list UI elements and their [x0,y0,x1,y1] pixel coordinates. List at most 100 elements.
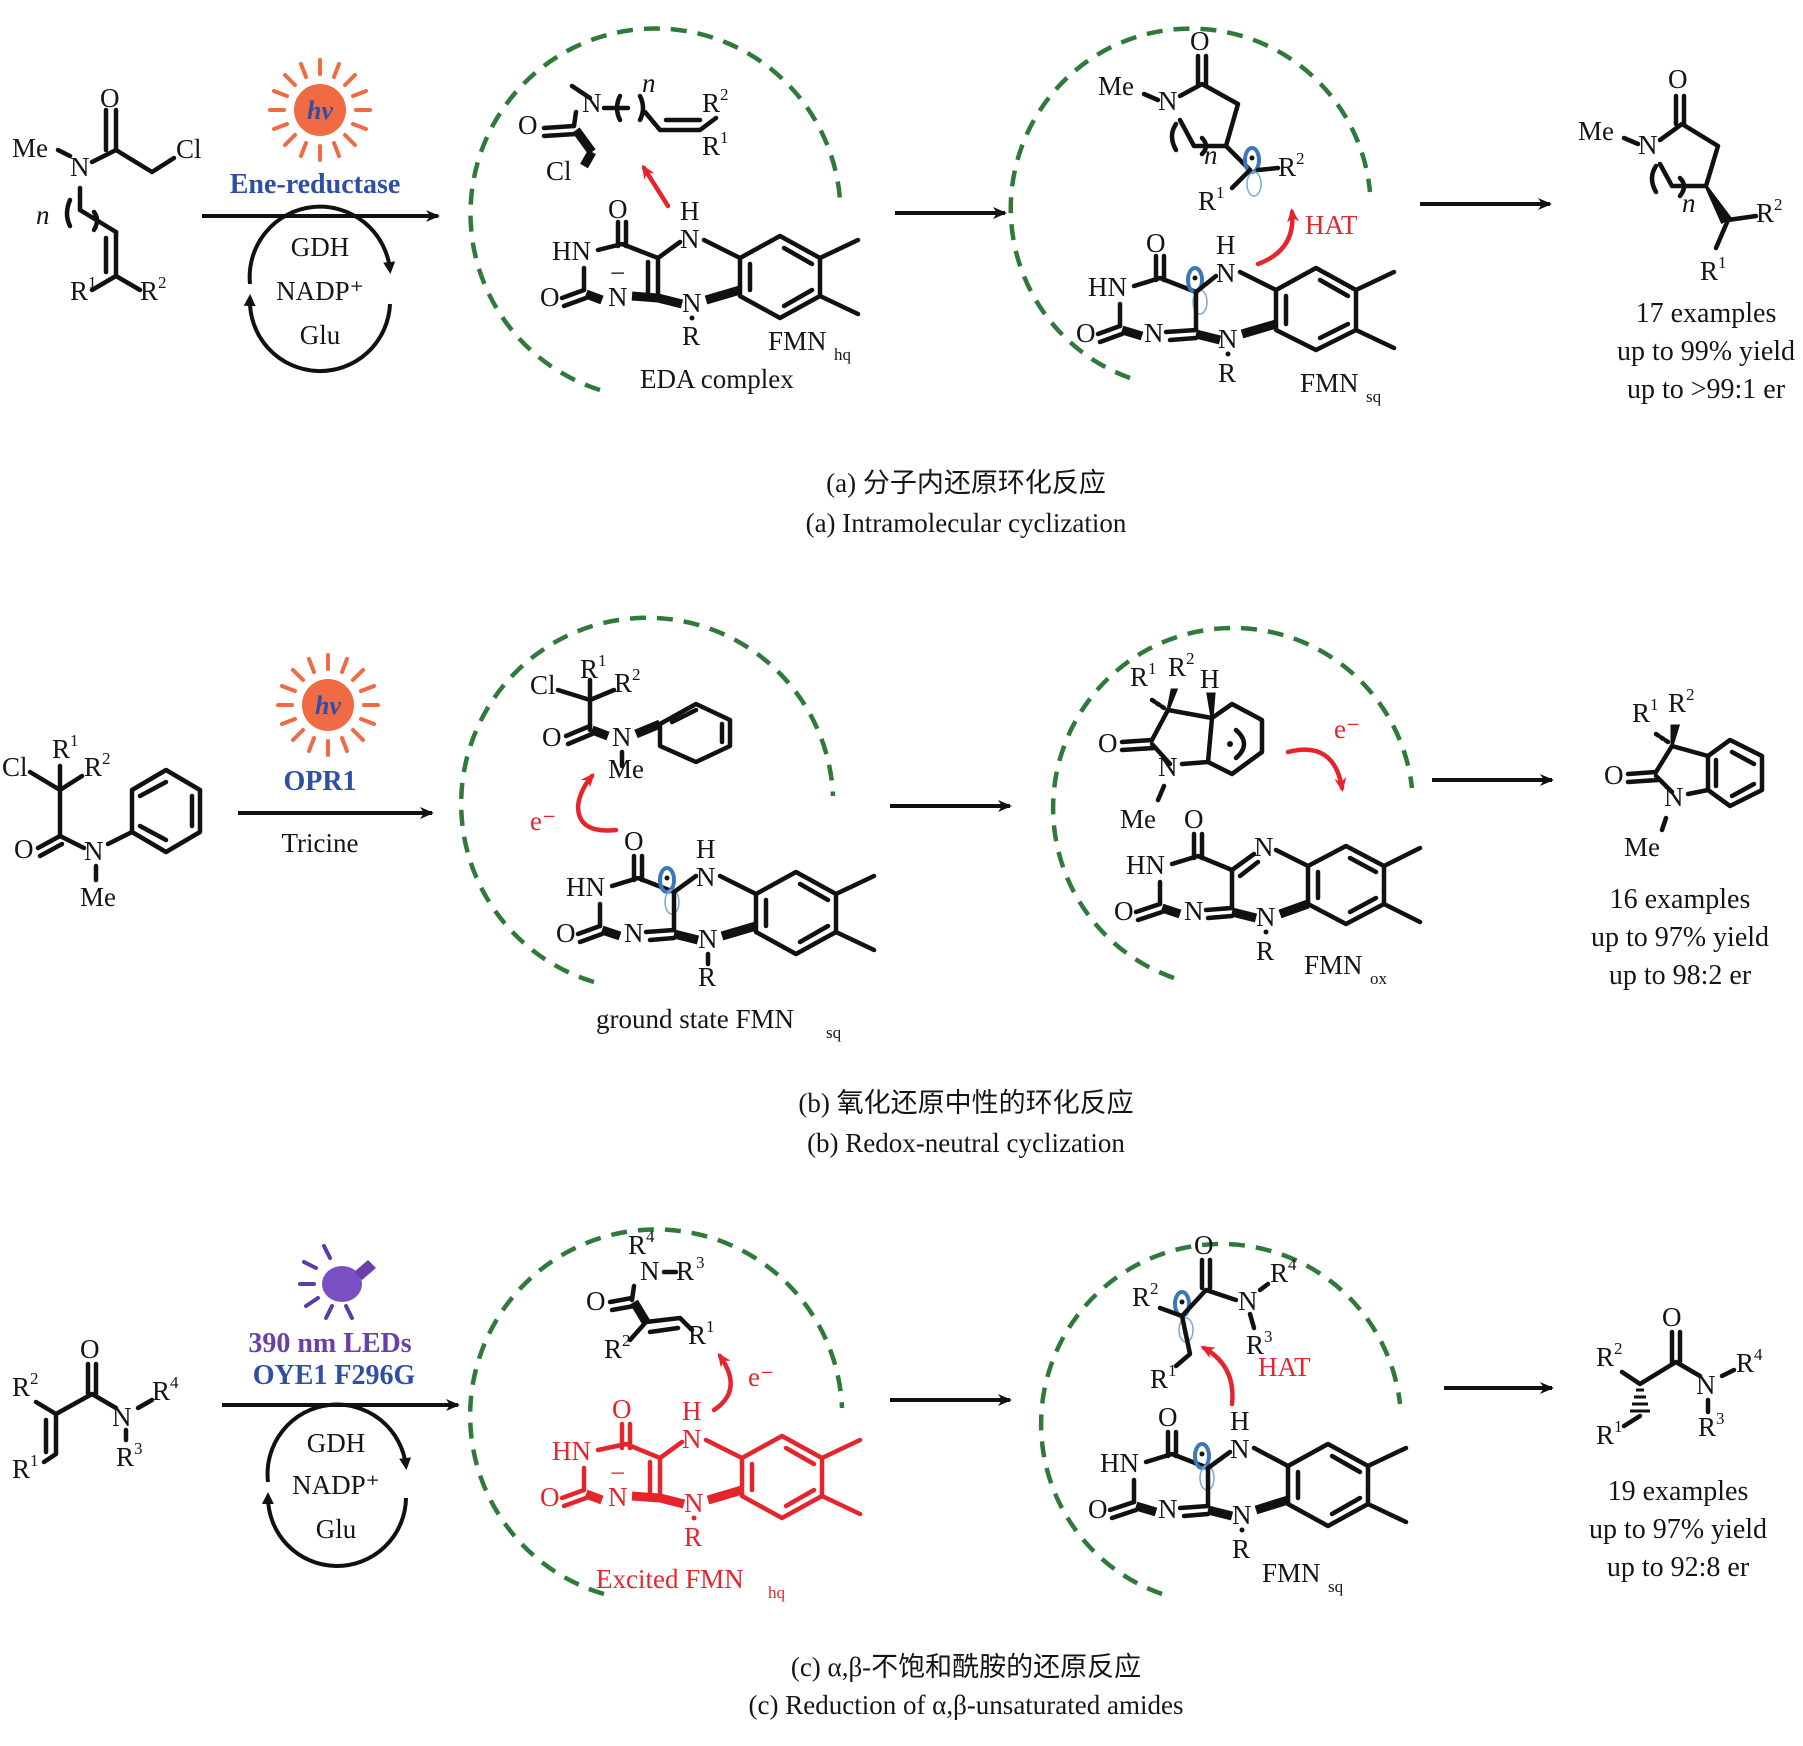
svg-text:O: O [1662,1302,1682,1332]
svg-text:N: N [684,1488,704,1518]
svg-text:Me: Me [1578,116,1614,146]
svg-text:n: n [1682,188,1696,218]
svg-text:R: R [1150,1364,1168,1394]
svg-text:O: O [1668,64,1688,94]
svg-text:R: R [702,131,720,161]
svg-text:sq: sq [1328,1577,1344,1596]
svg-text:4: 4 [170,1373,179,1392]
svg-text:H: H [1200,664,1220,694]
svg-text:R: R [1132,1282,1150,1312]
svg-text:R: R [1736,1348,1754,1378]
svg-text:R: R [580,654,598,684]
svg-text:R: R [698,962,716,992]
svg-text:R: R [1596,1420,1614,1450]
product-c: O R 2 N R 4 R 3 R 1 19 examples up to 97… [1589,1302,1767,1583]
svg-text:N: N [1696,1370,1716,1400]
svg-text:N: N [612,722,632,752]
svg-text:R: R [684,1522,702,1552]
svg-text:R: R [1130,662,1148,692]
svg-text:1: 1 [1650,695,1659,714]
caption-b-en: (b) Redox-neutral cyclization [807,1128,1125,1158]
svg-text:R: R [1168,652,1186,682]
svg-text:e⁻: e⁻ [1334,714,1360,744]
svg-text:H: H [1216,230,1236,260]
svg-text:HN: HN [552,1436,591,1466]
svg-text:R: R [1632,698,1650,728]
svg-text:Me: Me [608,754,644,784]
svg-text:3: 3 [134,1439,143,1458]
conditions-b: hv OPR1 Tricine [238,653,434,858]
reagent-ene-reductase: Ene-reductase [230,169,401,200]
svg-text:R: R [1698,1412,1716,1442]
svg-text:2: 2 [102,749,111,768]
label-eda-complex: EDA complex [640,364,794,394]
svg-text:up to 92:8 er: up to 92:8 er [1607,1552,1750,1583]
svg-text:O: O [612,1394,632,1424]
svg-text:N: N [1158,1494,1178,1524]
svg-text:N: N [582,88,602,118]
svg-text:3: 3 [1264,1327,1273,1346]
svg-text:2: 2 [1614,1339,1623,1358]
svg-text:2: 2 [1686,685,1695,704]
intermediate-radical-c: O R 2 N R 4 R 3 R 1 HAT O HN [1038,1230,1409,1597]
stats-examples: 17 examples [1636,298,1777,329]
atom-cl: Cl [176,134,202,164]
svg-text:O: O [1194,1230,1214,1260]
svg-text:O: O [556,918,576,948]
svg-text:R: R [688,1320,706,1350]
svg-text:−: − [610,1458,625,1488]
intermediate-radical-b: R 1 R 2 H O N Me e⁻ O HN N [1050,625,1423,988]
svg-text:R: R [1246,1330,1264,1360]
svg-text:R: R [1278,152,1296,182]
svg-text:N: N [640,1256,660,1286]
svg-text:−: − [610,258,625,288]
svg-text:R: R [1256,936,1274,966]
svg-text:HN: HN [1126,850,1165,880]
reagent-tricine: Tricine [281,828,358,858]
svg-text:1: 1 [30,1451,39,1470]
svg-text:2: 2 [1150,1279,1159,1298]
svg-text:2: 2 [30,1369,39,1388]
svg-text:N: N [698,924,718,954]
svg-text:4: 4 [1288,1255,1297,1274]
svg-text:N: N [1230,1434,1250,1464]
svg-text:R: R [702,88,720,118]
svg-text:up to 98:2 er: up to 98:2 er [1609,960,1752,991]
svg-text:R: R [1668,688,1686,718]
svg-text:Me: Me [80,882,116,912]
reagent-opr1: OPR1 [283,766,356,797]
product-a: O Me N n R 2 R 1 17 examples up to 99% y… [1578,64,1795,405]
svg-text:R: R [84,752,102,782]
svg-text:O: O [1184,804,1204,834]
svg-text:n: n [642,68,656,98]
atom-r2: R [140,276,158,306]
svg-text:Me: Me [1098,71,1134,101]
svg-text:1: 1 [1168,1361,1177,1380]
svg-text:1: 1 [598,651,607,670]
svg-text:sq: sq [826,1023,842,1042]
svg-text:1: 1 [70,731,79,750]
svg-text:R: R [682,321,700,351]
svg-text:Me: Me [1120,804,1156,834]
svg-text:2: 2 [632,665,641,684]
svg-text:1: 1 [1718,253,1727,272]
svg-text:N: N [1254,832,1274,862]
svg-text:Cl: Cl [530,670,556,700]
cofactor-cycle-c: GDH NADP⁺ Glu [261,1402,412,1568]
svg-text:R: R [152,1376,170,1406]
svg-text:2: 2 [158,273,167,292]
svg-text:O: O [80,1334,100,1364]
svg-text:HN: HN [552,236,591,266]
svg-text:R: R [12,1372,30,1402]
svg-text:19 examples: 19 examples [1608,1476,1749,1507]
svg-text:HN: HN [566,872,605,902]
hv-label: hv [307,96,333,125]
substrate-b: Cl R 1 R 2 O N Me [2,731,203,912]
svg-text:ox: ox [1370,969,1388,988]
atom-r1: R [70,276,88,306]
svg-text:R: R [1596,1342,1614,1372]
svg-text:N: N [680,224,700,254]
svg-text:O: O [14,834,34,864]
svg-text:hq: hq [768,1583,786,1602]
